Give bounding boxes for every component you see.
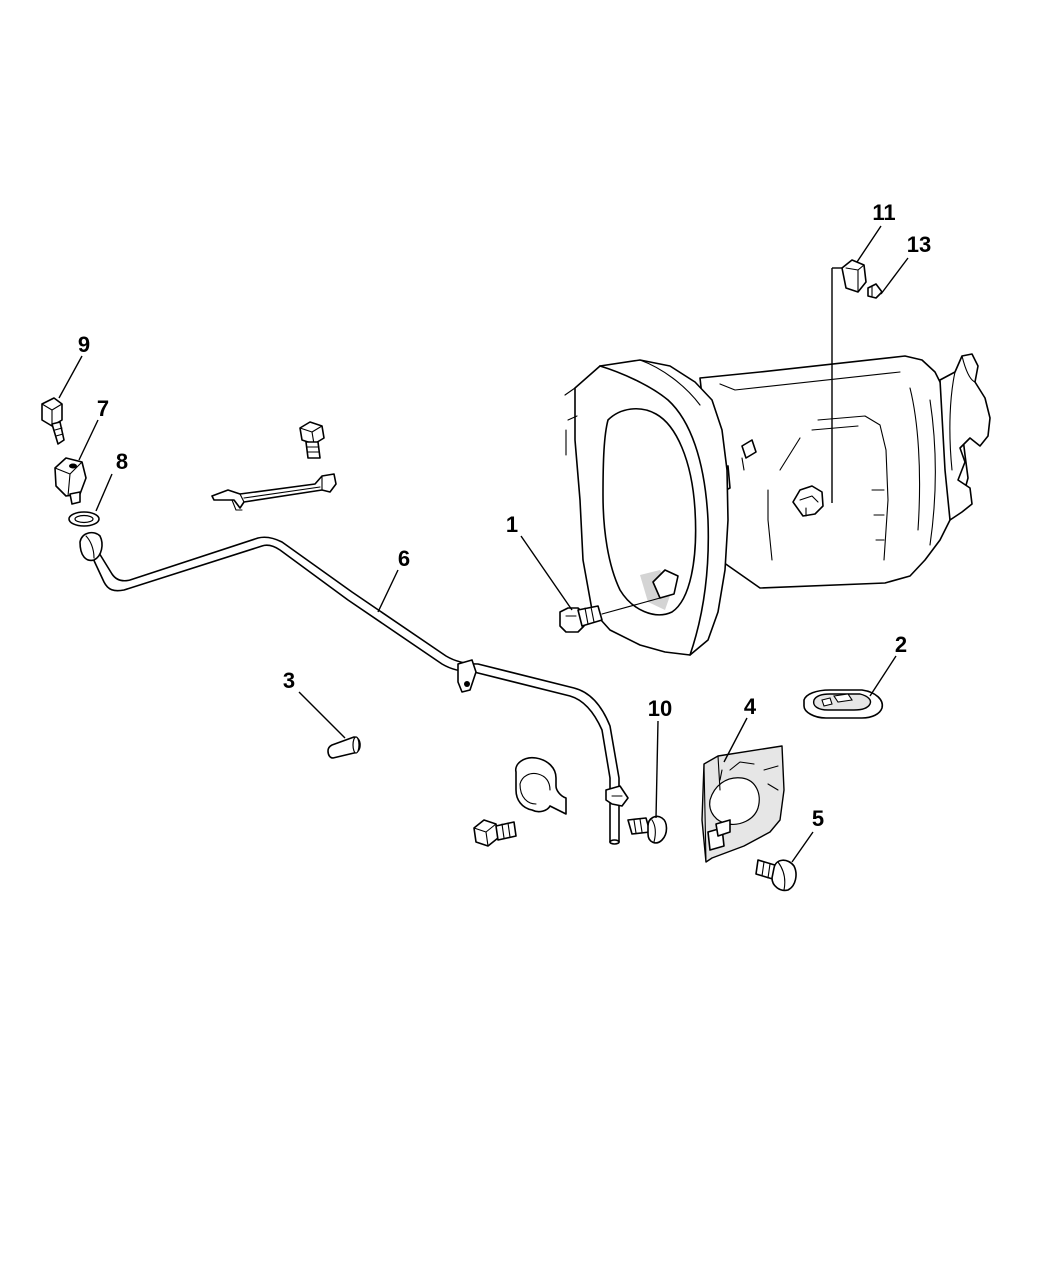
leader-4 xyxy=(723,717,748,763)
part-13-plug xyxy=(867,283,883,299)
leader-13 xyxy=(880,257,909,295)
leader-8 xyxy=(95,473,113,512)
part-8-oring xyxy=(68,511,100,527)
callout-3: 3 xyxy=(283,668,295,693)
callout-9: 9 xyxy=(78,332,90,357)
callout-7: 7 xyxy=(97,396,109,421)
leader-5 xyxy=(791,831,814,863)
part-3-pin xyxy=(327,736,361,759)
callout-4: 4 xyxy=(744,694,757,719)
callout-1: 1 xyxy=(506,512,518,537)
clamp-bolt xyxy=(473,819,517,847)
callout-10: 10 xyxy=(648,696,672,721)
callout-5: 5 xyxy=(812,806,824,831)
part-10-bolt xyxy=(627,815,668,844)
leader-1 xyxy=(520,535,573,611)
leader-10 xyxy=(655,720,659,819)
support-bracket xyxy=(211,473,337,511)
part-9-plug xyxy=(41,397,65,445)
leader-2 xyxy=(869,655,897,697)
callout-13: 13 xyxy=(907,232,931,257)
leader-3 xyxy=(298,691,346,739)
part-4-cover xyxy=(701,745,785,863)
bracket-bolt xyxy=(299,421,325,459)
leader-7 xyxy=(78,419,99,461)
part-7-cap xyxy=(54,457,87,505)
tube-clamp xyxy=(514,756,567,815)
part-11-sensor xyxy=(831,259,867,503)
transmission-assembly xyxy=(564,353,991,656)
part-6-dipstick-tube xyxy=(79,531,629,845)
callout-6: 6 xyxy=(398,546,410,571)
leader-11 xyxy=(856,225,882,263)
callout-8: 8 xyxy=(116,449,128,474)
part-5-bolt xyxy=(755,859,797,892)
leader-6 xyxy=(377,569,399,613)
leader-lines xyxy=(58,225,909,863)
callout-2: 2 xyxy=(895,632,907,657)
part-2-cover-plate xyxy=(803,689,884,719)
leader-9 xyxy=(58,355,83,399)
callout-numbers: 9 7 8 1 6 3 10 4 2 5 11 13 xyxy=(78,200,931,831)
callout-11: 11 xyxy=(872,200,895,225)
